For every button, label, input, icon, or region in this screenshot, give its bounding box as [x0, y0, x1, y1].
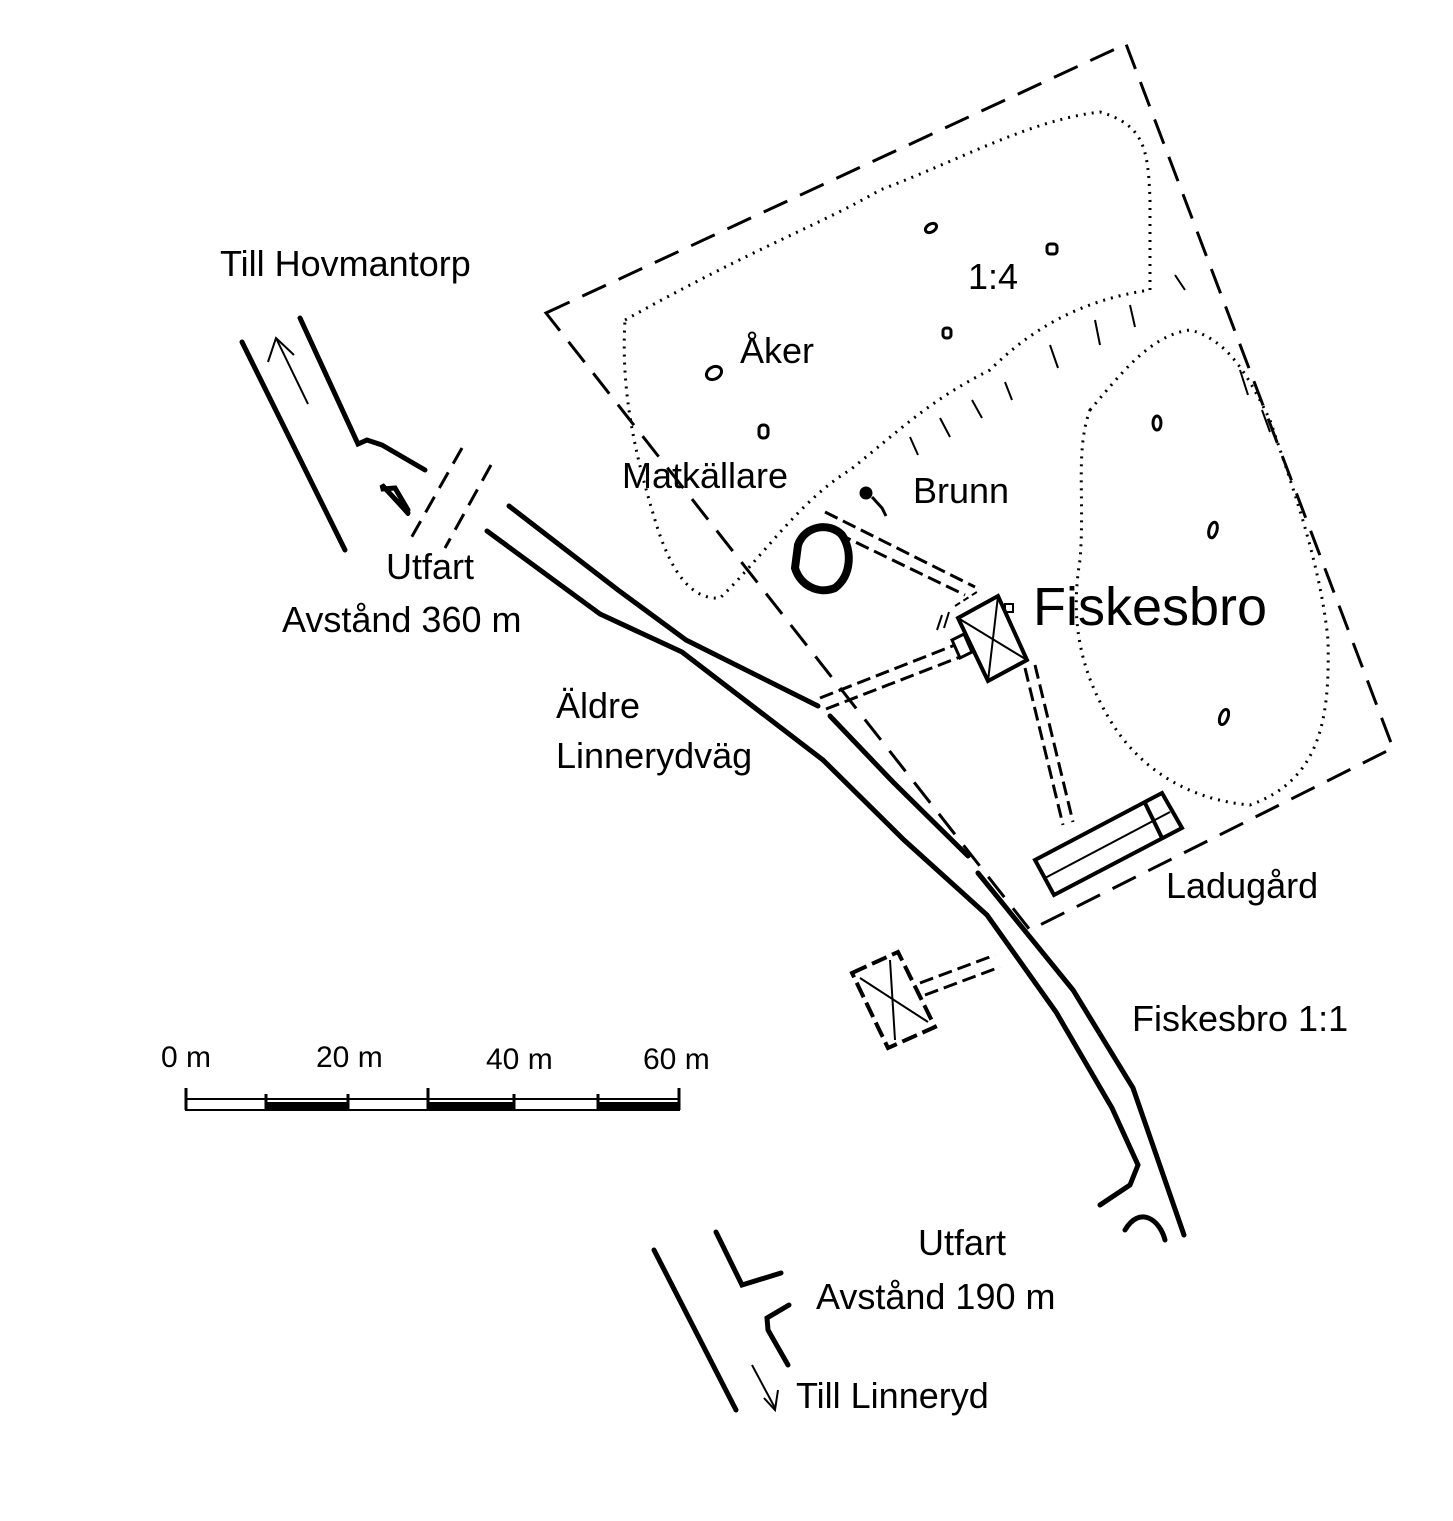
label-matkallare: Matkällare [622, 455, 789, 496]
label-till-hovmantorp: Till Hovmantorp [220, 243, 471, 284]
field-outline-east [1076, 330, 1328, 805]
scale-bar-segment [266, 1102, 348, 1110]
label-utfart-south: Utfart [917, 1222, 1006, 1263]
label-ladugard: Ladugård [1166, 865, 1319, 906]
footpaths [820, 512, 1073, 995]
fiskesbro-house [937, 590, 1027, 681]
brunn-symbol [860, 487, 886, 516]
slope-hachures [910, 275, 1270, 455]
label-linnerydvag: Linnerydväg [556, 735, 753, 776]
property-boundary [546, 44, 1393, 930]
stones [704, 222, 1230, 726]
label-avstand-south: Avstånd 190 m [816, 1276, 1056, 1317]
arrow-to-hovmantorp [268, 338, 308, 404]
ladugard-building [1035, 793, 1182, 895]
label-ratio-1-4: 1:4 [968, 256, 1019, 297]
ruin-building [852, 952, 935, 1048]
road-hovmantorp [242, 318, 425, 550]
field-outline-aker [624, 112, 1150, 598]
matkallare-ring [795, 527, 849, 590]
scale-bar [186, 1088, 679, 1110]
scale-tick-label: 40 m [486, 1043, 553, 1076]
exit-dashes-west [410, 448, 491, 548]
scale-tick-label: 0 m [161, 1041, 212, 1074]
scale-tick-label: 60 m [643, 1043, 710, 1076]
scale-tick-label: 20 m [316, 1041, 383, 1074]
label-avstand-west: Avstånd 360 m [282, 599, 522, 640]
scale-bar-segment [428, 1102, 514, 1110]
scale-bar-segment [598, 1102, 679, 1110]
road-linneryd [654, 1232, 789, 1410]
arrow-to-linneryd [752, 1365, 778, 1410]
label-aker: Åker [740, 330, 815, 371]
road-aldre-linnerydvag [487, 506, 1184, 1240]
label-fiskesbro: Fiskesbro [1033, 577, 1268, 637]
label-till-linneryd: Till Linneryd [796, 1375, 989, 1416]
label-utfart-west: Utfart [385, 546, 474, 587]
label-brunn: Brunn [913, 470, 1010, 511]
label-aldre: Äldre [556, 685, 641, 726]
label-fiskesbro-1-1: Fiskesbro 1:1 [1132, 998, 1349, 1039]
